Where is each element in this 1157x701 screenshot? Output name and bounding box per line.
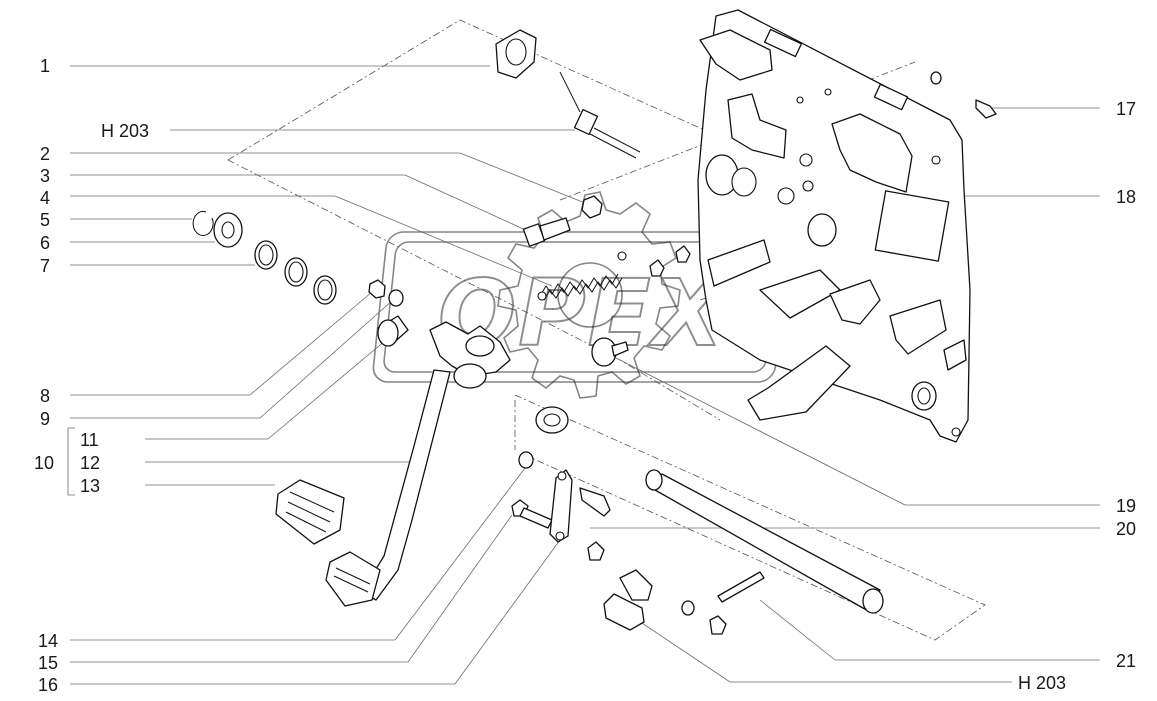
label-14: 14 xyxy=(38,631,58,651)
label-11: 11 xyxy=(80,430,99,450)
label-20: 20 xyxy=(1116,519,1136,539)
label-3: 3 xyxy=(40,166,50,186)
part-6-washer xyxy=(213,212,243,248)
part-3-bolt xyxy=(522,217,571,247)
part-15-bolt xyxy=(511,499,553,529)
label-h203-top: H 203 xyxy=(101,121,149,141)
label-17: 17 xyxy=(1116,99,1136,119)
label-12: 12 xyxy=(80,453,100,473)
part-21-pin xyxy=(717,571,765,603)
part-14-washer xyxy=(518,451,534,469)
part-20-shaft xyxy=(645,469,884,614)
label-21: 21 xyxy=(1116,651,1136,671)
label-13: 13 xyxy=(80,476,100,496)
label-6: 6 xyxy=(40,233,50,253)
label-4: 4 xyxy=(40,188,50,208)
label-10: 10 xyxy=(34,453,54,473)
label-19: 19 xyxy=(1116,496,1136,516)
part-13-pedal-pad xyxy=(275,479,345,545)
label-1: 1 xyxy=(40,56,50,76)
part-12-pedal-arm xyxy=(325,321,511,607)
part-4-spring xyxy=(537,251,627,301)
part-5-snap-ring xyxy=(192,211,214,236)
part-9-washer xyxy=(388,289,404,307)
part-18-bracket-plate xyxy=(697,9,971,443)
part-bushing-center xyxy=(535,406,569,434)
part-spring-pin-knob xyxy=(591,245,691,367)
label-18: 18 xyxy=(1116,187,1136,207)
label-8: 8 xyxy=(40,386,50,406)
label-9: 9 xyxy=(40,409,50,429)
leader-lines xyxy=(67,65,1100,685)
label-h203-bottom: H 203 xyxy=(1018,673,1066,693)
part-8-nut xyxy=(368,279,386,299)
part-h203-switch-bottom xyxy=(603,569,727,635)
part-16-link xyxy=(549,469,611,561)
label-15: 15 xyxy=(38,653,58,673)
part-2-nut xyxy=(581,195,603,219)
part-11-bushing xyxy=(377,315,409,347)
part-17-bolt xyxy=(930,71,997,119)
label-16: 16 xyxy=(38,675,58,695)
label-5: 5 xyxy=(40,210,50,230)
part-1-flange xyxy=(495,29,537,79)
part-7-rings xyxy=(254,240,337,305)
label-7: 7 xyxy=(40,256,50,276)
part-h203-switch-top xyxy=(559,71,641,159)
callout-labels: 1 H 203 2 3 4 5 6 7 8 9 10 11 12 13 14 1… xyxy=(34,56,1136,695)
label-2: 2 xyxy=(40,144,50,164)
